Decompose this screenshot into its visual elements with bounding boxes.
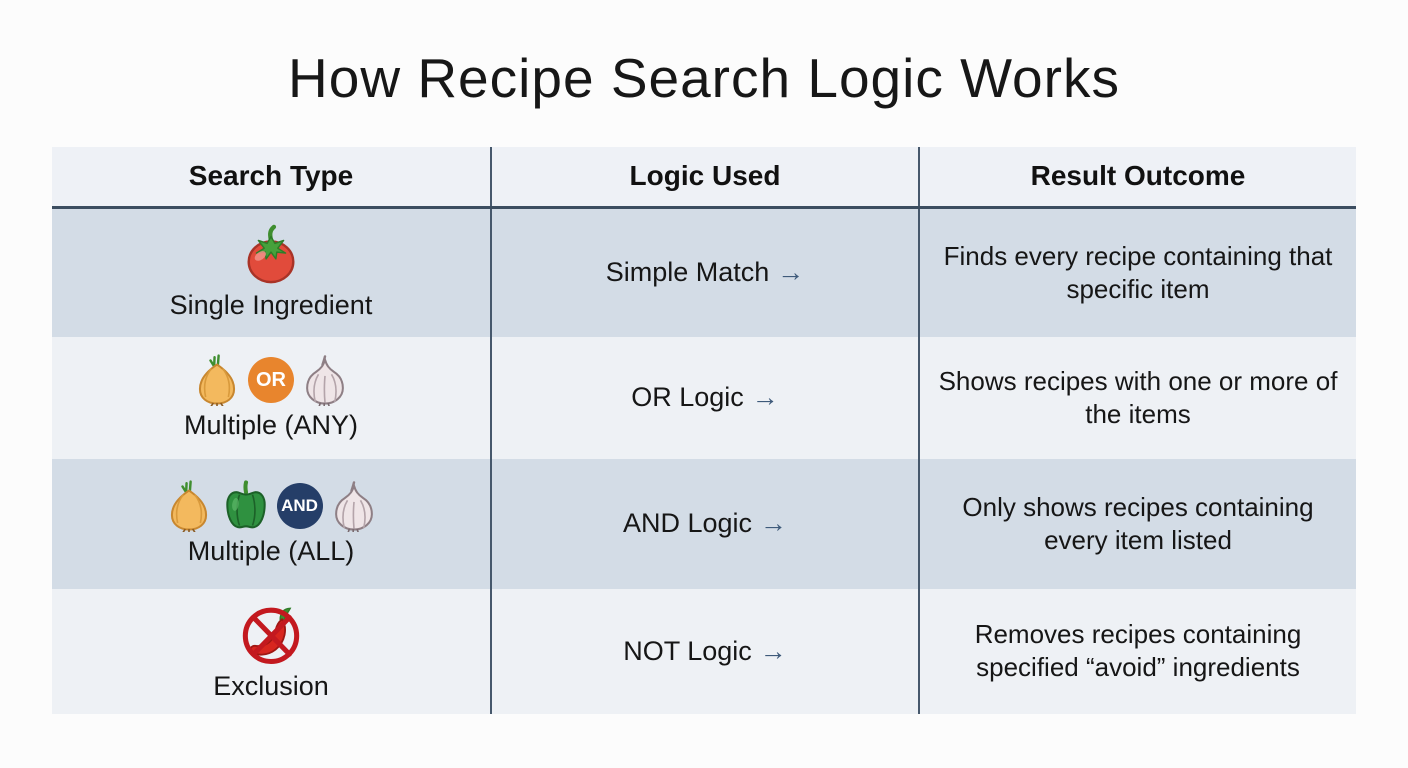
table-row: OR Multiple (ANY) OR Logic→ Shows recipe…	[52, 336, 1356, 459]
search-type-label: Exclusion	[213, 670, 329, 701]
outcome-cell: Removes recipes containing specified “av…	[918, 588, 1356, 714]
right-arrow-icon: →	[760, 508, 788, 539]
logic-table: Search Type Logic Used Result Outcome Si…	[52, 146, 1356, 714]
search-type-cell: Single Ingredient	[52, 209, 490, 337]
table-header-row: Search Type Logic Used Result Outcome	[52, 146, 1356, 209]
search-type-label: Multiple (ALL)	[187, 536, 355, 567]
table-row: Single Ingredient Simple Match→ Finds ev…	[52, 208, 1356, 337]
logic-cell: OR Logic→	[490, 336, 918, 459]
search-type-cell: AND Multiple (ALL)	[52, 459, 490, 589]
table-row: Exclusion NOT Logic→ Removes recipes con…	[52, 588, 1356, 714]
right-arrow-icon: →	[759, 635, 787, 666]
infographic-page: How Recipe Search Logic Works Search Typ…	[0, 46, 1408, 714]
search-type-label: Single Ingredient	[169, 290, 373, 321]
or-badge: OR	[248, 357, 294, 404]
search-type-cell: OR Multiple (ANY)	[52, 337, 490, 459]
logic-text: Simple Match	[605, 257, 770, 288]
outcome-text: Shows recipes with one or more of the it…	[938, 365, 1338, 429]
tomato-icon	[240, 224, 302, 286]
header-logic-used: Logic Used	[490, 146, 918, 206]
page-title: How Recipe Search Logic Works	[288, 47, 1120, 109]
outcome-text: Removes recipes containing specified “av…	[974, 619, 1302, 683]
outcome-cell: Finds every recipe containing that speci…	[918, 208, 1356, 337]
search-type-cell: Exclusion	[52, 589, 490, 714]
logic-cell: AND Logic→	[490, 458, 918, 589]
and-badge: AND	[276, 483, 323, 530]
logic-label: AND Logic→	[623, 508, 787, 539]
icon-strip	[240, 224, 302, 286]
right-arrow-icon: →	[751, 382, 779, 413]
logic-label: OR Logic→	[631, 382, 779, 413]
header-search-type: Search Type	[188, 160, 354, 192]
garlic-icon	[305, 355, 345, 407]
no-chili-icon	[238, 601, 304, 667]
header-result-outcome: Result Outcome	[918, 146, 1356, 206]
outcome-cell: Shows recipes with one or more of the it…	[918, 336, 1356, 459]
icon-strip: OR	[191, 354, 351, 407]
logic-text: OR Logic	[631, 382, 744, 413]
logic-text: AND Logic	[622, 508, 753, 539]
outcome-cell: Only shows recipes containing every item…	[918, 458, 1356, 589]
outcome-text: Only shows recipes containing every item…	[962, 491, 1314, 555]
right-arrow-icon: →	[777, 257, 805, 288]
outcome-text: Finds every recipe containing that speci…	[943, 240, 1333, 304]
bell-pepper-icon	[220, 480, 272, 532]
garlic-icon	[334, 481, 373, 533]
icon-strip	[238, 601, 304, 667]
onion-icon	[198, 354, 236, 407]
logic-label: NOT Logic→	[623, 636, 787, 667]
logic-cell: NOT Logic→	[490, 588, 918, 714]
logic-text: NOT Logic	[623, 635, 752, 666]
logic-label: Simple Match→	[606, 257, 805, 288]
logic-cell: Simple Match→	[490, 208, 918, 337]
table-row: AND Multiple (ALL) AND Logic→ Only shows…	[52, 458, 1356, 589]
icon-strip: AND	[163, 480, 380, 533]
onion-icon	[170, 480, 207, 533]
search-type-label: Multiple (ANY)	[183, 410, 359, 441]
